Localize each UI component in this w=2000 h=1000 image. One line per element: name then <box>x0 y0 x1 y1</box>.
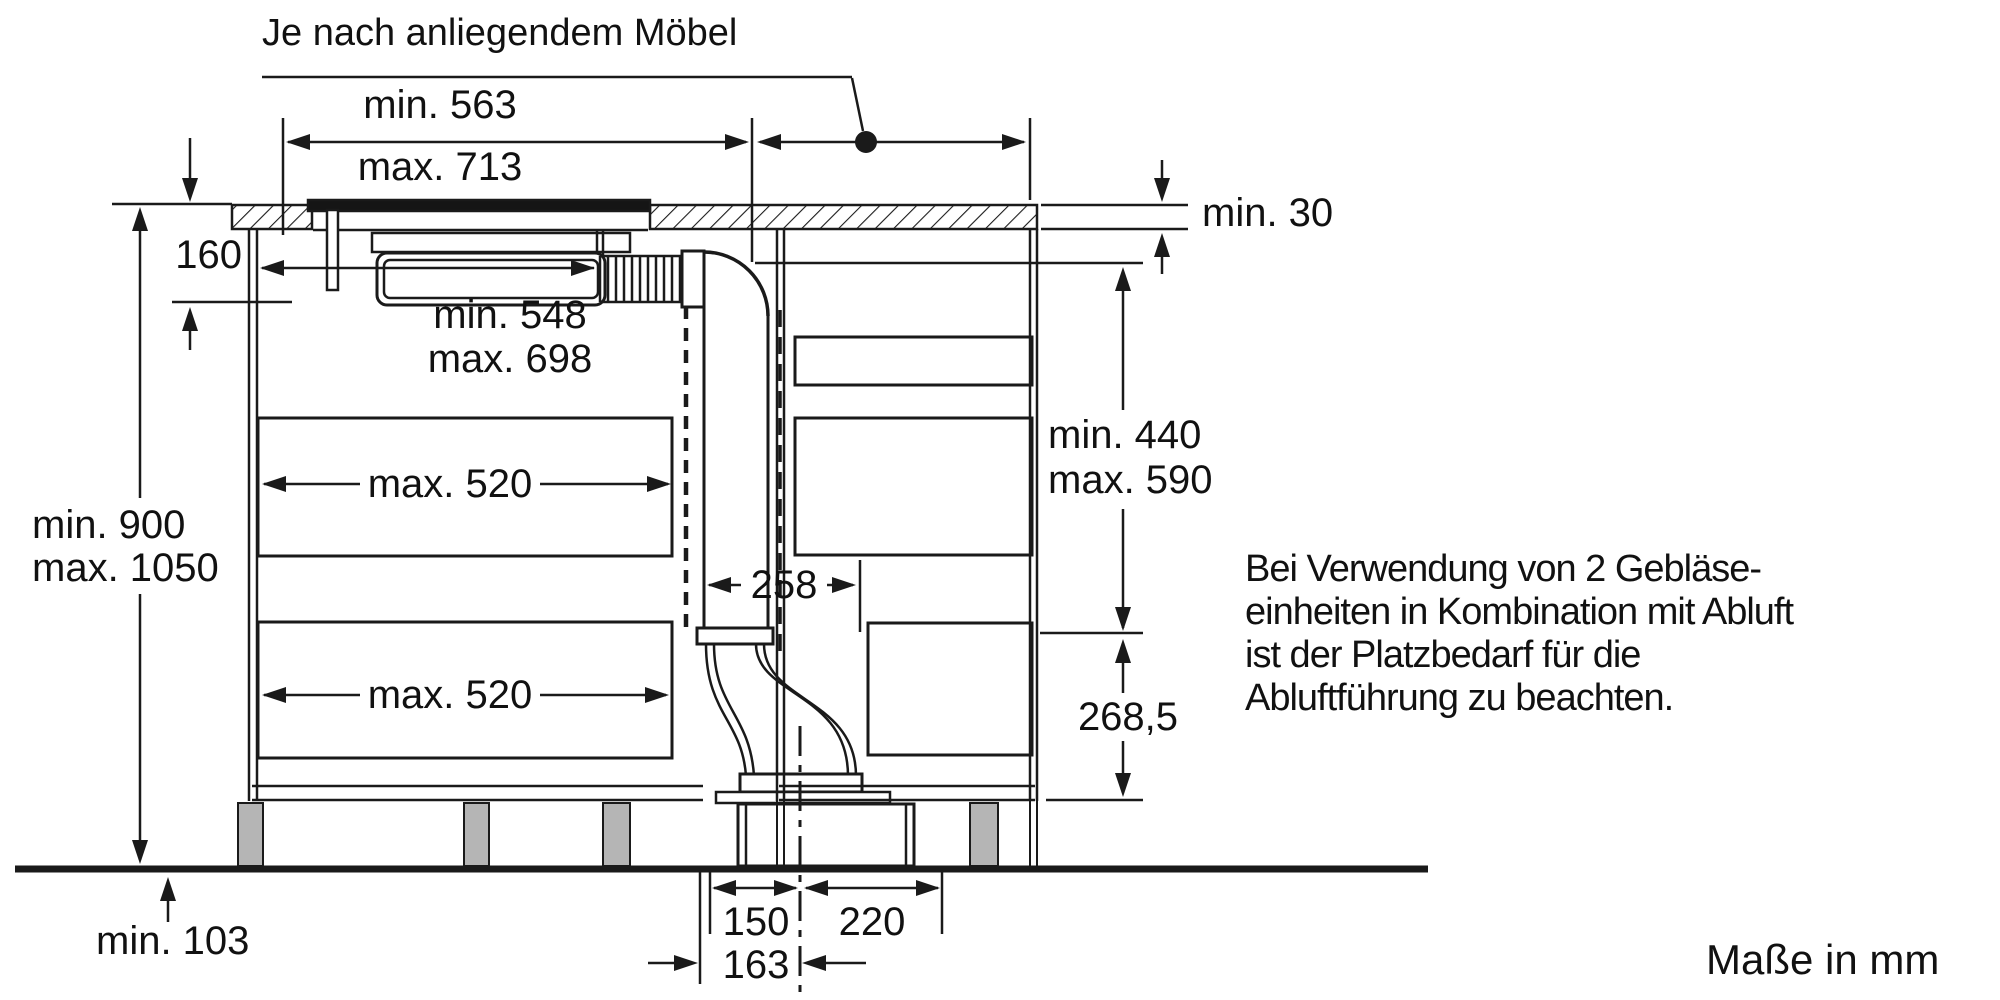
dimension-arrowhead <box>757 134 781 150</box>
note-line-3: ist der Platzbedarf für die <box>1245 634 1641 676</box>
dim-top-width-max: max. 713 <box>357 145 523 189</box>
dim-depth-upper: max. 520 <box>367 462 533 506</box>
worktop-hatch-right <box>648 203 1039 231</box>
dimension-arrowhead <box>132 207 148 231</box>
cabinet-leg <box>237 802 264 867</box>
dim-offset-163: 163 <box>722 943 790 987</box>
dim-depth-lower: max. 520 <box>367 673 533 717</box>
hob-glass-top <box>306 198 652 213</box>
right-drawer-bottom <box>866 621 1034 757</box>
duct-elbow <box>703 250 770 317</box>
dimension-arrowhead <box>262 687 286 703</box>
dimension-arrowhead <box>674 955 698 971</box>
hob-mounting-bracket-left <box>325 208 340 292</box>
plinth-legs <box>237 801 1038 867</box>
plinth-flat-duct <box>736 802 916 868</box>
dim-hob-depth: 160 <box>175 233 242 277</box>
reference-dot <box>855 131 877 153</box>
dimension-arrowhead <box>712 880 736 896</box>
dimension-arrowhead <box>571 260 595 276</box>
left-cabinet <box>247 208 703 802</box>
dim-right-clearance-min: min. 440 <box>1048 413 1202 457</box>
cabinet-leg <box>602 802 631 867</box>
duct-s-transition <box>704 643 858 777</box>
dim-plinth-height: min. 103 <box>96 919 250 963</box>
dimension-arrowhead <box>832 577 856 593</box>
dimension-arrowhead <box>132 840 148 864</box>
worktop <box>112 198 1039 232</box>
dimension-arrowhead <box>645 687 669 703</box>
dimension-arrowhead <box>916 880 940 896</box>
dimension-arrowhead <box>262 476 286 492</box>
flexible-duct-ribs <box>598 254 682 304</box>
dimension-arrowhead <box>1002 134 1026 150</box>
dimension-arrowhead <box>1154 233 1170 257</box>
dimension-arrowhead <box>774 880 798 896</box>
duct-assembly <box>683 250 916 992</box>
dimension-arrowhead <box>1115 639 1131 663</box>
dim-cutout-min: min. 548 <box>433 293 587 337</box>
dimension-arrowhead <box>1154 178 1170 202</box>
dim-cutout-max: max. 698 <box>427 337 593 381</box>
dimension-arrowhead <box>804 880 828 896</box>
dim-height-min: min. 900 <box>32 503 186 547</box>
extractor-hob-unit <box>370 231 706 309</box>
dimension-arrowhead <box>802 955 826 971</box>
dimension-arrowhead <box>1115 607 1131 631</box>
worktop-hatch-left <box>230 203 314 231</box>
dimension-arrowhead <box>260 260 284 276</box>
dimension-arrowhead <box>1115 267 1131 291</box>
dimension-arrowhead <box>160 877 176 901</box>
dimension-lines <box>138 75 1188 984</box>
cabinet-leg <box>463 802 490 867</box>
duct-flange <box>695 626 775 646</box>
dim-worktop-thickness: min. 30 <box>1202 191 1334 235</box>
arrowheads <box>132 134 1170 971</box>
drawer-box-lower <box>256 620 674 760</box>
dim-right-clearance-max: max. 590 <box>1048 458 1213 502</box>
note-line-2: einheiten in Kombination mit Abluft <box>1245 591 1794 633</box>
adapter-base-plate <box>714 790 892 805</box>
note-line-1: Bei Verwendung von 2 Gebläse- <box>1245 548 1762 590</box>
dim-offset-150: 150 <box>722 900 790 944</box>
dim-duct-clearance: 258 <box>750 563 818 607</box>
dimension-arrowhead <box>725 134 749 150</box>
cabinet-leg <box>969 802 999 867</box>
dimension-arrowhead <box>182 178 198 202</box>
dimension-arrowhead <box>707 577 731 593</box>
dimension-arrowhead <box>182 307 198 331</box>
title-leader <box>850 77 865 132</box>
dim-height-max: max. 1050 <box>32 546 219 590</box>
diagram-title: Je nach anliegendem Möbel <box>262 12 738 54</box>
duct-collar <box>680 249 706 309</box>
dimension-arrowhead <box>286 134 310 150</box>
dimension-arrowhead <box>1115 773 1131 797</box>
drawer-box-upper <box>256 416 674 558</box>
dim-top-width-min: min. 563 <box>363 83 517 127</box>
right-cabinet <box>755 229 1143 802</box>
dim-lower-clearance: 268,5 <box>1077 695 1179 739</box>
dim-offset-220: 220 <box>838 900 906 944</box>
note-line-4: Abluftführung zu beachten. <box>1245 677 1674 719</box>
units-label: Maße in mm <box>1706 936 1940 983</box>
dimension-arrowhead <box>647 476 671 492</box>
right-drawer-top <box>793 335 1034 387</box>
right-drawer-middle <box>793 416 1034 557</box>
